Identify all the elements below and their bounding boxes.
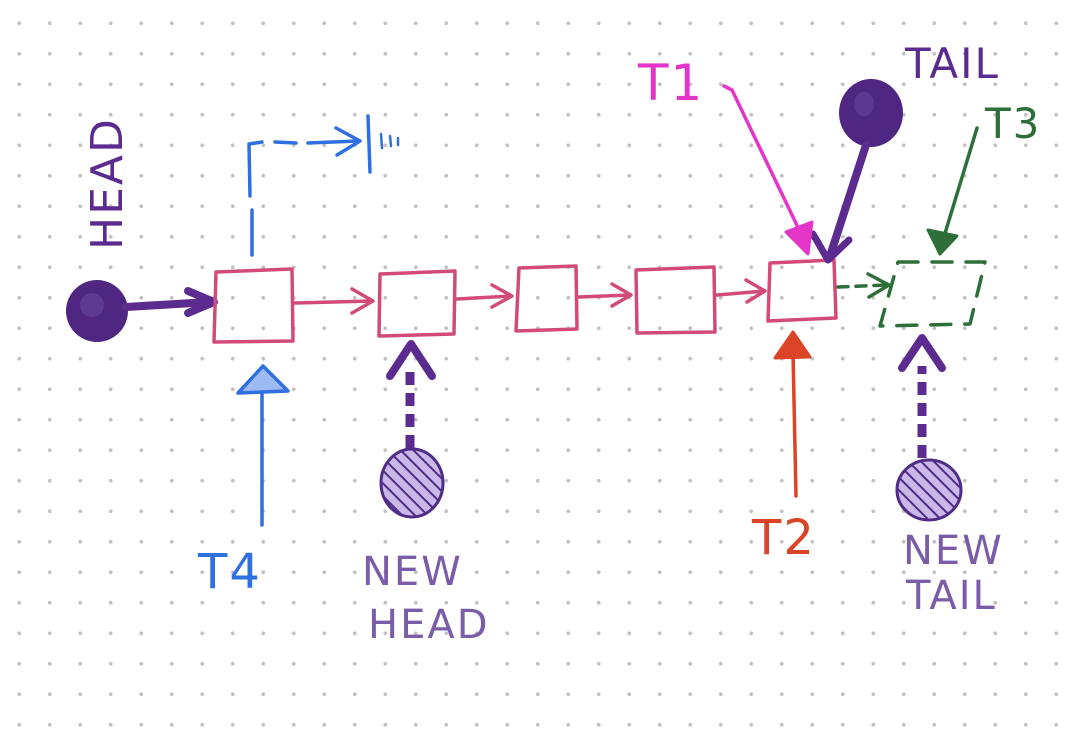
tail-label: TAIL	[904, 39, 1000, 88]
tail-pointer: TAIL	[809, 39, 1000, 264]
t2-label: T2	[751, 510, 816, 566]
list-node-1	[212, 267, 295, 344]
t3-pointer: T3	[926, 99, 1041, 256]
new-tail-pointer: NEW TAIL	[895, 334, 1004, 619]
t1-pointer: T1	[637, 54, 814, 256]
list-node-2	[377, 269, 457, 338]
new-list-node	[878, 260, 987, 328]
new-link-dashed	[836, 283, 888, 289]
head-label: HEAD	[82, 117, 133, 250]
t3-label: T3	[984, 99, 1041, 148]
tail-pointer-icon	[839, 79, 903, 147]
t3-arrowhead-icon	[926, 228, 959, 256]
new-tail-label-line1: NEW	[903, 528, 1004, 574]
node-links	[293, 278, 767, 315]
head-arrow	[122, 298, 214, 311]
t1-label: T1	[637, 54, 704, 112]
t1-arrowhead-icon	[784, 220, 814, 256]
t4-pointer: T4	[197, 364, 290, 600]
tail-arrow	[826, 141, 870, 260]
t4-label: T4	[197, 544, 262, 600]
t2-pointer: T2	[751, 330, 816, 566]
t1-arrow	[722, 84, 807, 244]
t2-arrow	[791, 350, 798, 498]
new-node	[836, 260, 987, 328]
new-tail-hatched-icon	[895, 458, 963, 522]
null-marker-path	[247, 114, 400, 257]
list-node-4	[634, 265, 717, 335]
new-head-pointer: NEW HEAD	[362, 340, 490, 648]
list-node-3	[514, 264, 579, 333]
list-node-5	[766, 258, 838, 323]
node-list	[212, 258, 838, 344]
t3-arrow	[941, 126, 979, 242]
t4-arrowhead-icon	[236, 364, 290, 395]
new-head-label-line1: NEW	[362, 549, 463, 595]
head-pointer: HEAD	[66, 117, 218, 342]
new-tail-label-line2: TAIL	[905, 573, 997, 619]
new-head-label-line2: HEAD	[368, 602, 490, 648]
null-ground-icon	[366, 114, 372, 174]
t2-arrowhead-icon	[773, 330, 812, 360]
new-head-hatched-icon	[379, 447, 445, 519]
